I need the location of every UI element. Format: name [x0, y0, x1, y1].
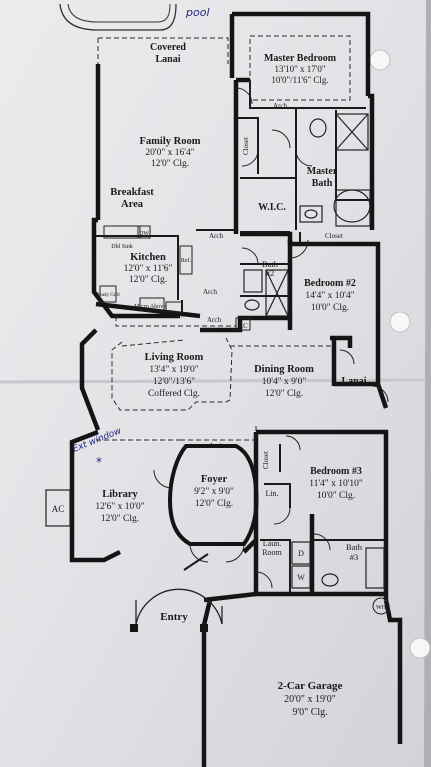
arch-label-hall: Arch: [203, 288, 217, 296]
svg-text:*: *: [96, 455, 102, 469]
dining-room-dims: 10'4" x 9'0": [262, 377, 307, 387]
ac-label-library: AC: [52, 504, 65, 514]
master-bedroom-ceiling: 10'0"/11'6" Clg.: [271, 75, 328, 85]
bedroom-2-dims: 14'4" x 10'4": [305, 291, 354, 301]
garage-ceiling: 9'0" Clg.: [292, 707, 327, 718]
arch-label-master: Arch: [273, 102, 287, 110]
library-label: Library: [102, 489, 138, 500]
entry-arc: [135, 588, 223, 625]
kitchen-dims: 12'0" x 11'6": [124, 264, 173, 274]
ac-label-hall: AC: [238, 322, 248, 330]
family-room-label: Family Room: [140, 136, 201, 147]
arch-label-foyer: Arch: [209, 442, 223, 450]
closet-label-master: Closet: [242, 137, 250, 155]
bath-2-label-2: #2: [266, 268, 275, 278]
refrigerator-label: Ref.: [181, 257, 192, 264]
entry-column-left: [130, 624, 138, 632]
closet-label-bedroom-2: Closet: [325, 232, 343, 240]
ac-unit-box: [45, 489, 71, 527]
library-dims: 12'6" x 10'0": [95, 502, 144, 512]
arch-label-pantry: Arch: [207, 316, 221, 324]
entry-label: Entry: [160, 611, 188, 623]
covered-lanai-label-1: Covered: [150, 42, 186, 53]
pool-outline: [59, 3, 177, 31]
breakfast-area-label-2: Area: [121, 199, 144, 210]
bath-3-label-2: #3: [350, 552, 359, 562]
kitchen-ceiling: 12'0" Clg.: [129, 275, 167, 285]
pantry-label: Pantry: [168, 312, 184, 318]
kitchen-label: Kitchen: [130, 252, 166, 263]
bath-3-label-1: Bath: [346, 542, 363, 552]
water-heater-label: WH: [376, 605, 387, 611]
living-room-coffered: Coffered Clg.: [148, 388, 200, 399]
master-bath-fixtures: [299, 113, 371, 227]
bedroom-3-label: Bedroom #3: [310, 466, 362, 477]
dining-room-ceiling: 12'0" Clg.: [265, 389, 303, 399]
linen-label: Lin.: [265, 489, 278, 498]
breakfast-area-label-1: Breakfast: [110, 187, 154, 198]
bedroom-2-ceiling: 10'0" Clg.: [311, 303, 349, 313]
double-sink-label: Dbl Sink: [111, 244, 133, 250]
closet-label-bedroom-3: Closet: [262, 451, 270, 469]
family-room-dims: 20'0" x 16'4": [145, 148, 194, 158]
master-bath-label-1: Master: [307, 166, 338, 177]
laundry-label-2: Room: [262, 548, 282, 557]
wic-label: W.I.C.: [258, 202, 286, 213]
laundry-label-1: Laun.: [263, 539, 281, 548]
lanai-label: Lanai: [341, 376, 366, 387]
master-bath-label-2: Bath: [312, 178, 333, 189]
pool-annotation: pool: [185, 6, 210, 19]
garage-dims: 20'0" x 19'0": [284, 694, 336, 705]
bath-fixtures: [243, 269, 385, 589]
bath-2-label-1: Bath: [262, 259, 279, 269]
interior-walls: [96, 80, 386, 594]
library-ceiling: 12'0" Clg.: [101, 514, 139, 524]
washer-label: W: [297, 573, 305, 582]
dining-room-label: Dining Room: [254, 364, 314, 375]
garage-label: 2-Car Garage: [278, 680, 343, 692]
walls: [69, 11, 403, 767]
living-room-label: Living Room: [145, 352, 204, 363]
binder-hole-top: [369, 49, 391, 71]
dishwasher-label: DW: [139, 231, 149, 237]
foyer-ceiling: 12'0" Clg.: [195, 499, 233, 509]
master-bedroom-dims: 13'10" x 17'0": [274, 64, 325, 74]
bedroom-3-dims: 11'4" x 10'10": [309, 479, 363, 489]
foyer-oval: [167, 444, 259, 546]
bedroom-3-ceiling: 10'0" Clg.: [317, 491, 355, 501]
dashed-lines: [96, 35, 351, 441]
covered-lanai-label-2: Lanai: [155, 54, 180, 65]
living-room-ceiling: 12'0"/13'6": [153, 377, 195, 387]
binder-hole-bottom: [409, 637, 431, 659]
master-bedroom-label: Master Bedroom: [264, 53, 337, 64]
water-heater: [372, 597, 390, 615]
microwave-label: Micro Above: [134, 304, 166, 310]
living-room-dims: 13'4" x 19'0": [149, 365, 198, 375]
family-room-ceiling: 12'0" Clg.: [151, 159, 189, 169]
foyer-label: Foyer: [201, 474, 228, 485]
door-swings: [153, 87, 389, 589]
binder-hole-middle: [389, 311, 411, 333]
dryer-label: D: [298, 549, 304, 558]
bedroom-2-label: Bedroom #2: [304, 278, 356, 289]
grill-label: Ready Grill: [96, 293, 120, 298]
foyer-dims: 9'2" x 9'0": [194, 487, 234, 497]
arch-label-kitchen: Arch: [209, 232, 223, 240]
kitchen-fixtures: [99, 225, 193, 313]
entry-column-right: [200, 624, 208, 632]
